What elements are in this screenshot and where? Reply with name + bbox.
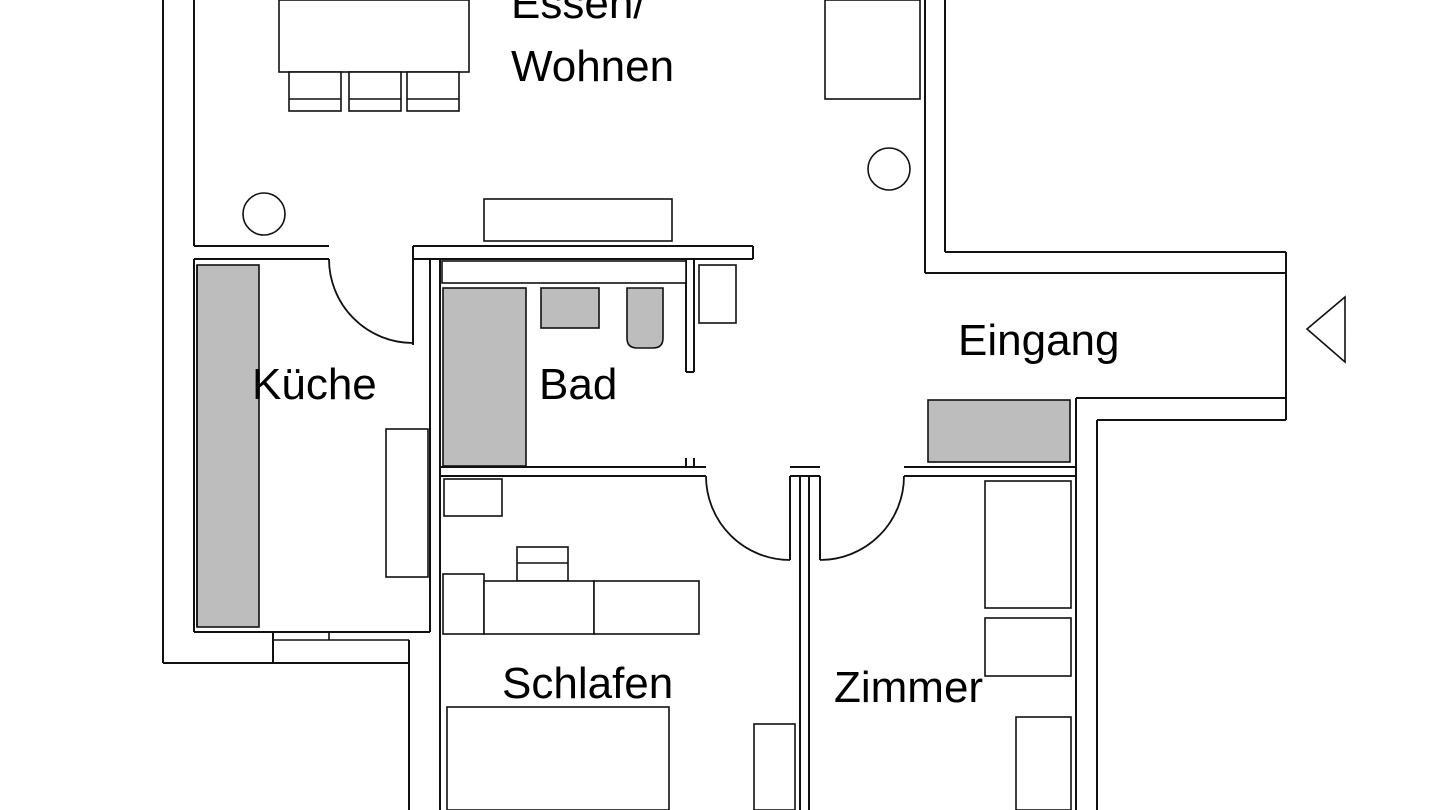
bedroom-desk bbox=[483, 580, 595, 635]
column bbox=[867, 147, 911, 191]
label-zimmer: Zimmer bbox=[834, 663, 983, 712]
label-essen-wohnen-line1: Essen/ bbox=[511, 0, 646, 28]
dining-chair bbox=[288, 71, 342, 112]
zimmer-door bbox=[819, 475, 905, 561]
bath-shelf bbox=[441, 260, 687, 284]
dining-chair bbox=[406, 71, 460, 112]
toilet bbox=[626, 287, 664, 349]
label-schlafen: Schlafen bbox=[502, 659, 673, 708]
interior-walls bbox=[193, 245, 1076, 810]
washbasin bbox=[540, 287, 600, 329]
bedroom-shelf bbox=[443, 478, 503, 517]
bedroom-chair bbox=[516, 546, 569, 582]
wardrobe-hall bbox=[698, 264, 737, 324]
dining-table bbox=[278, 0, 470, 73]
zimmer-bed bbox=[984, 480, 1072, 609]
sideboard bbox=[483, 198, 673, 242]
label-essen-wohnen-line2: Wohnen bbox=[511, 42, 674, 91]
furniture bbox=[196, 0, 1072, 810]
outer-walls bbox=[162, 0, 1287, 810]
triangle-left-icon bbox=[1305, 295, 1346, 364]
column bbox=[242, 192, 286, 236]
bed bbox=[446, 706, 670, 810]
zimmer-cabinet bbox=[984, 617, 1072, 677]
living-cabinet bbox=[824, 0, 921, 100]
bedroom-dresser bbox=[593, 580, 700, 635]
doors bbox=[328, 258, 905, 561]
nightstand bbox=[753, 723, 796, 810]
label-kueche: Küche bbox=[252, 360, 377, 409]
label-eingang: Eingang bbox=[958, 316, 1119, 365]
bathtub bbox=[442, 287, 527, 467]
zimmer-desk bbox=[1015, 716, 1072, 810]
bedroom-door bbox=[705, 475, 791, 561]
label-bad: Bad bbox=[539, 360, 617, 409]
dining-chair bbox=[348, 71, 402, 112]
shoe-cabinet bbox=[927, 399, 1071, 463]
kitchen-table bbox=[385, 428, 429, 578]
kitchen-door bbox=[328, 258, 414, 344]
bedroom-drawer bbox=[442, 573, 485, 635]
kitchen-counter bbox=[196, 264, 260, 628]
